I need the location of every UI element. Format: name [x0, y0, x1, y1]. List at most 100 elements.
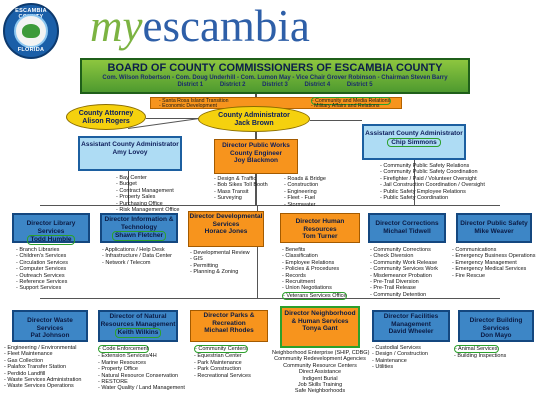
- strip-economic-dev: - Economic Development: [159, 103, 217, 109]
- list-item: - Natural Resource Conservation: [98, 372, 179, 379]
- director-building-title: Director Building Services: [469, 317, 523, 332]
- list-item: - Emergency Medical Services: [452, 266, 527, 273]
- list-item: - Recruitment: [282, 279, 316, 286]
- seal-bottom-text: FLORIDA: [17, 47, 45, 53]
- director-library-list: - Branch Libraries - Children's Services…: [16, 247, 68, 292]
- director-neighborhood-name: Tonya Gant: [302, 325, 338, 332]
- list-item: - Community Centers: [194, 345, 248, 354]
- list-item: - Community Detention: [370, 291, 427, 298]
- county-administrator-title: County Administrator: [218, 112, 290, 119]
- county-attorney-title: County Attorney: [78, 110, 134, 117]
- director-facilities-name: David Wheeler: [388, 328, 434, 335]
- list-item: - Benefits: [282, 247, 306, 253]
- list-item: - Planning & Zoning: [190, 269, 239, 276]
- list-item: - Stormwater: [284, 201, 316, 208]
- director-parks-list: - Community Centers - Equestrian Center …: [194, 345, 251, 379]
- director-facilities-title: Director Facilities Management: [383, 313, 439, 328]
- board-members: Com. Wilson Robertson - Com. Doug Underh…: [102, 75, 448, 81]
- list-item: - Check Diversion: [370, 253, 414, 260]
- list-item: - Emergency Business Operations: [452, 253, 536, 260]
- director-corrections-title: Director Corrections: [375, 220, 439, 227]
- list-item: - Construction: [284, 182, 319, 189]
- director-library-name: Todd Humble: [27, 235, 75, 245]
- list-item: - Mass Transit: [214, 188, 249, 195]
- board-title: BOARD OF COUNTY COMMISSIONERS OF ESCAMBI…: [107, 62, 443, 74]
- seal-center: [14, 14, 48, 48]
- assistant-admin-simmons-name: Chip Simmons: [387, 137, 441, 147]
- director-building-name: Don Mayo: [480, 332, 512, 339]
- director-building-list: - Animal Services - Building Inspections: [454, 345, 506, 360]
- list-item: - Misdemeanor Probation: [370, 272, 432, 279]
- director-natural-resources-title: Director of Natural Resources Management: [100, 313, 176, 328]
- list-item: - Marine Resources: [98, 359, 146, 366]
- list-item: - Reference Services: [16, 279, 68, 286]
- director-neighborhood-human-services: Director Neighborhood & Human Services T…: [280, 306, 360, 348]
- director-public-safety: Director Public Safety Mike Weaver: [456, 213, 532, 243]
- list-item: - Public Safety Coordination: [380, 195, 449, 202]
- list-item: - Engineering: [284, 188, 317, 195]
- list-item: - Bob Sikes Toll Booth: [214, 182, 268, 189]
- list-item: - Permitting: [190, 262, 219, 269]
- list-item: - Union Negotiations: [282, 285, 332, 292]
- director-facilities-list: - Custodial Services - Design / Construc…: [372, 345, 428, 371]
- list-item: - Engineering / Environmental: [4, 345, 77, 351]
- list-item: Neighborhood Enterprise (SHIP, CDBG): [272, 350, 370, 356]
- logo-my: my: [90, 1, 143, 51]
- strip-military-affairs: - Military Affairs and Relations: [311, 103, 380, 109]
- director-natural-resources-name: Keith Wilkins: [114, 328, 162, 338]
- list-item: - Equestrian Center: [194, 353, 242, 360]
- list-item: - Outreach Services: [16, 272, 65, 279]
- list-item: - Classification: [282, 253, 318, 260]
- list-item: - GIS: [190, 256, 203, 263]
- assistant-admin-lovoy-list: - Bay Center - Budget - Contract Managem…: [116, 175, 179, 213]
- list-item: - Branch Libraries: [16, 247, 60, 253]
- strip-community-media: - Community and Media Relations: [311, 97, 392, 105]
- list-item: Direct Assistance: [298, 369, 342, 376]
- county-attorney-oval: County Attorney Alison Rogers: [66, 104, 146, 130]
- director-parks-recreation: Director Parks & Recreation Michael Rhod…: [190, 310, 268, 342]
- connector-line: [310, 120, 362, 121]
- director-parks-name: Michael Rhodes: [204, 327, 254, 334]
- list-item: - Circulation Services: [16, 259, 68, 266]
- list-item: - Park Maintenance: [194, 359, 242, 366]
- list-item: - Building Inspections: [454, 353, 507, 360]
- director-facilities-management: Director Facilities Management David Whe…: [372, 310, 450, 342]
- public-works-director: Director Public Works County Engineer Jo…: [214, 139, 298, 174]
- assistant-admin-simmons-title: Assistant County Administrator: [365, 130, 463, 137]
- list-item: - Roads & Bridge: [284, 176, 326, 182]
- list-item: - Policies & Procedures: [282, 266, 340, 273]
- county-administrator-name: Jack Brown: [234, 120, 274, 127]
- director-human-resources: Director Human Resources Tom Turner: [280, 213, 360, 243]
- list-item: - Children's Services: [16, 253, 67, 260]
- public-works-list-b: - Roads & Bridge - Construction - Engine…: [284, 176, 326, 208]
- list-item: - Property Office: [98, 366, 138, 373]
- director-corrections-list: - Community Corrections - Check Diversio…: [370, 247, 438, 298]
- list-item: - Emergency Management: [452, 259, 517, 266]
- strip-santa-rosa: - Santa Rosa Island Transition: [159, 98, 229, 104]
- connector-line: [255, 174, 257, 205]
- director-parks-title: Director Parks & Recreation: [203, 312, 255, 327]
- list-item: Job Skills Training: [297, 382, 343, 389]
- list-item: - Park Construction: [194, 366, 242, 373]
- list-item: Indigent Burial: [302, 375, 338, 382]
- assistant-admin-simmons: Assistant County Administrator Chip Simm…: [362, 124, 466, 160]
- list-item: - Community Public Safety Coordination: [380, 169, 478, 176]
- list-item: - Firefighter / Paid / Volunteer Oversig…: [380, 175, 477, 182]
- list-item: - Recreational Services: [194, 372, 251, 379]
- connector-line: [128, 171, 129, 205]
- list-item: - Fleet Maintenance: [4, 351, 53, 358]
- connector-line: [255, 132, 257, 139]
- director-waste-list: - Engineering / Environmental - Fleet Ma…: [4, 345, 81, 390]
- list-item: - Utilities: [372, 364, 394, 371]
- list-item: - Purchasing Office: [116, 200, 163, 207]
- assistant-admin-lovoy-name: Amy Lovoy: [112, 148, 148, 156]
- public-works-list-a: - Design & Traffic - Bob Sikes Toll Boot…: [214, 176, 268, 202]
- list-item: - Public Safety Employee Relations: [380, 188, 466, 195]
- director-public-safety-name: Mike Weaver: [474, 227, 514, 235]
- director-waste-title: Director Waste Services: [27, 317, 73, 332]
- list-item: Safe Neighborhoods: [294, 388, 346, 395]
- assistant-admin-simmons-list: - Community Public Safety Relations - Co…: [380, 163, 485, 201]
- list-item: - Pre-Trail Release: [370, 285, 416, 292]
- director-it-title: Director Information & Technology: [104, 216, 174, 231]
- list-item: - Jail Construction Coordination / Overs…: [380, 182, 485, 189]
